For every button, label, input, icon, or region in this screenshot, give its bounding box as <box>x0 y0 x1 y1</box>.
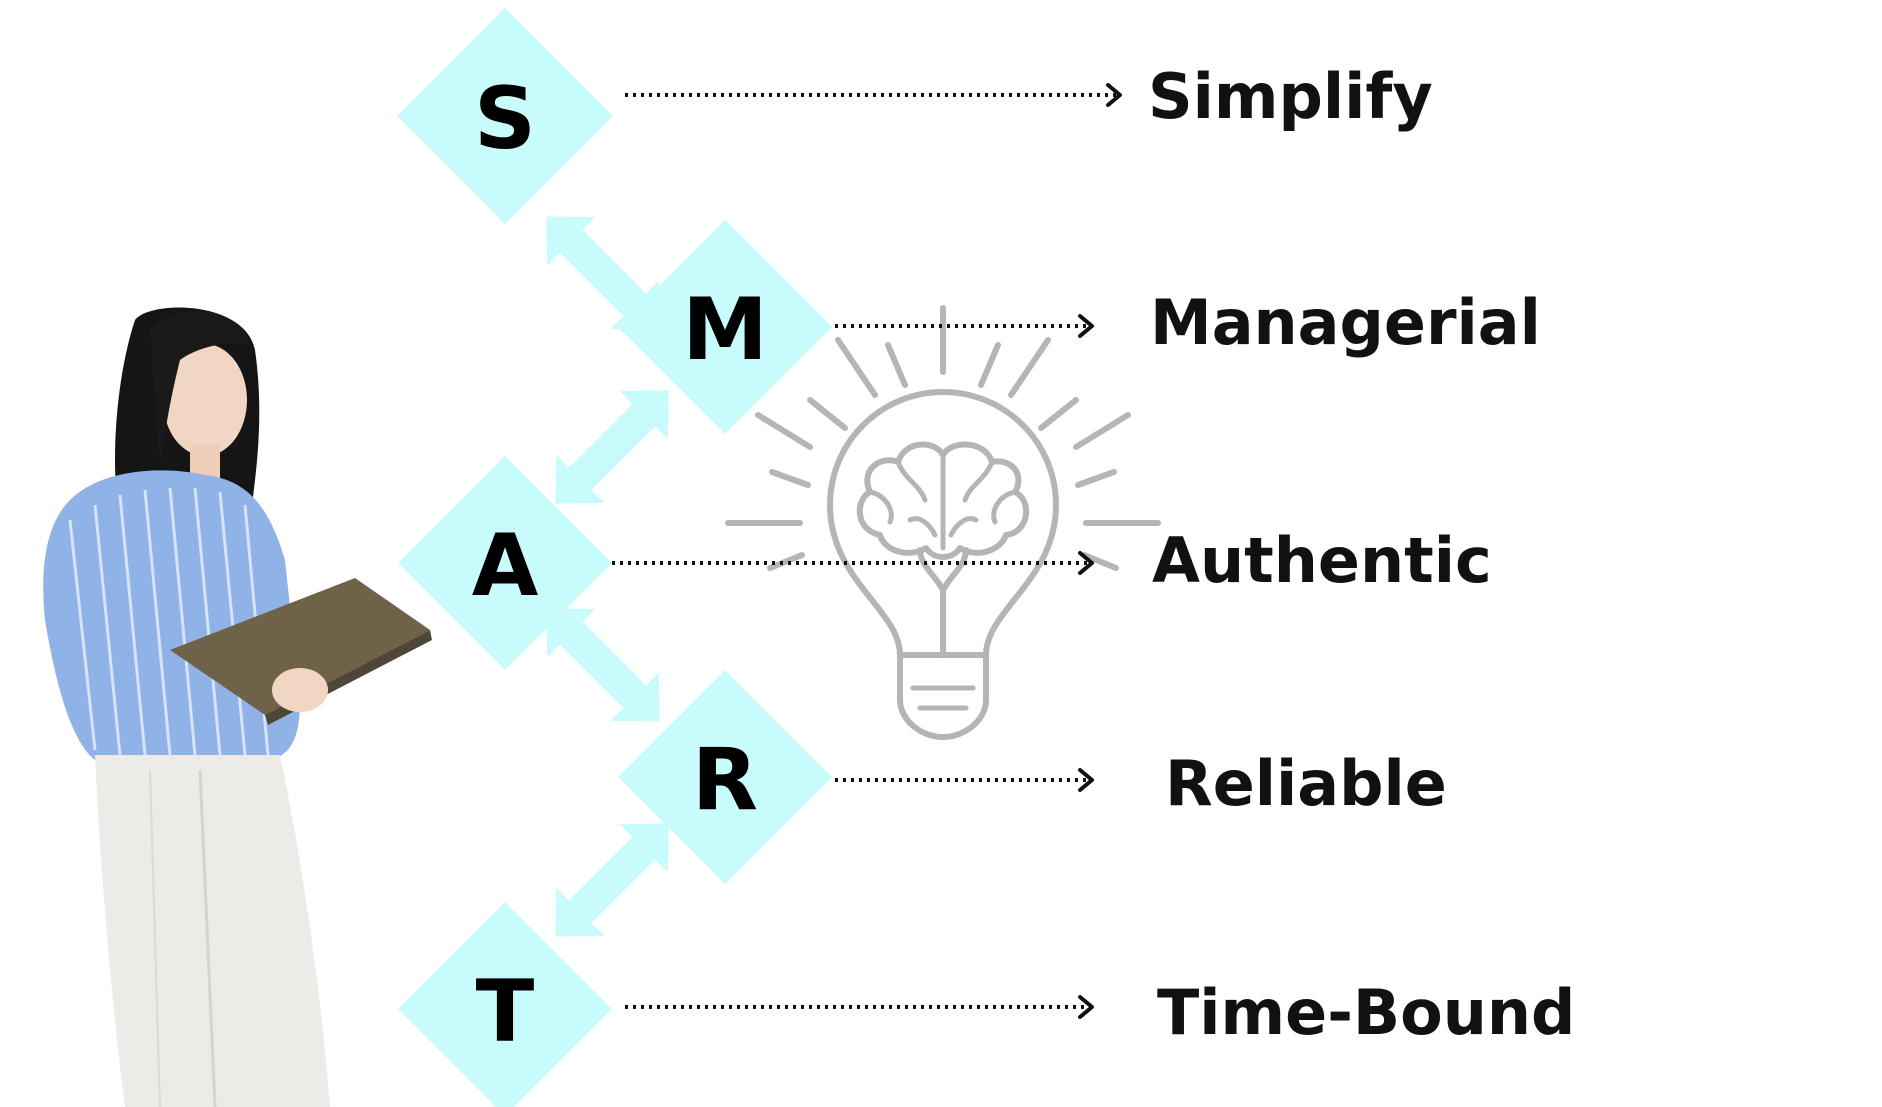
letter-s: S <box>474 69 536 169</box>
connector-arrows <box>546 216 669 937</box>
diamond-a: A <box>398 456 612 670</box>
term-reliable: Reliable <box>1165 747 1447 820</box>
lightbulb-brain-icon <box>725 305 1161 740</box>
double-arrow-icon <box>555 390 669 504</box>
term-simplify: Simplify <box>1148 60 1433 133</box>
diamond-t: T <box>398 902 612 1107</box>
dotted-arrow-s <box>625 83 1122 107</box>
double-arrow-icon <box>546 608 660 722</box>
letter-t: T <box>476 962 535 1062</box>
diamond-r: R <box>618 670 832 884</box>
term-managerial: Managerial <box>1150 286 1541 359</box>
dotted-arrow-m <box>835 314 1094 338</box>
letter-a: A <box>472 516 539 616</box>
term-time-bound: Time-Bound <box>1157 976 1575 1049</box>
dotted-arrow-t <box>625 995 1094 1019</box>
double-arrow-icon <box>555 823 669 937</box>
term-authentic: Authentic <box>1152 524 1492 597</box>
letter-r: R <box>692 730 758 830</box>
dotted-arrow-r <box>835 768 1094 792</box>
diamond-m: M <box>618 220 832 434</box>
double-arrow-icon <box>546 216 660 330</box>
letter-m: M <box>682 280 768 380</box>
woman-with-laptop-illustration <box>43 307 432 1107</box>
dotted-arrow-a <box>612 551 1094 575</box>
diamond-s: S <box>397 8 613 224</box>
